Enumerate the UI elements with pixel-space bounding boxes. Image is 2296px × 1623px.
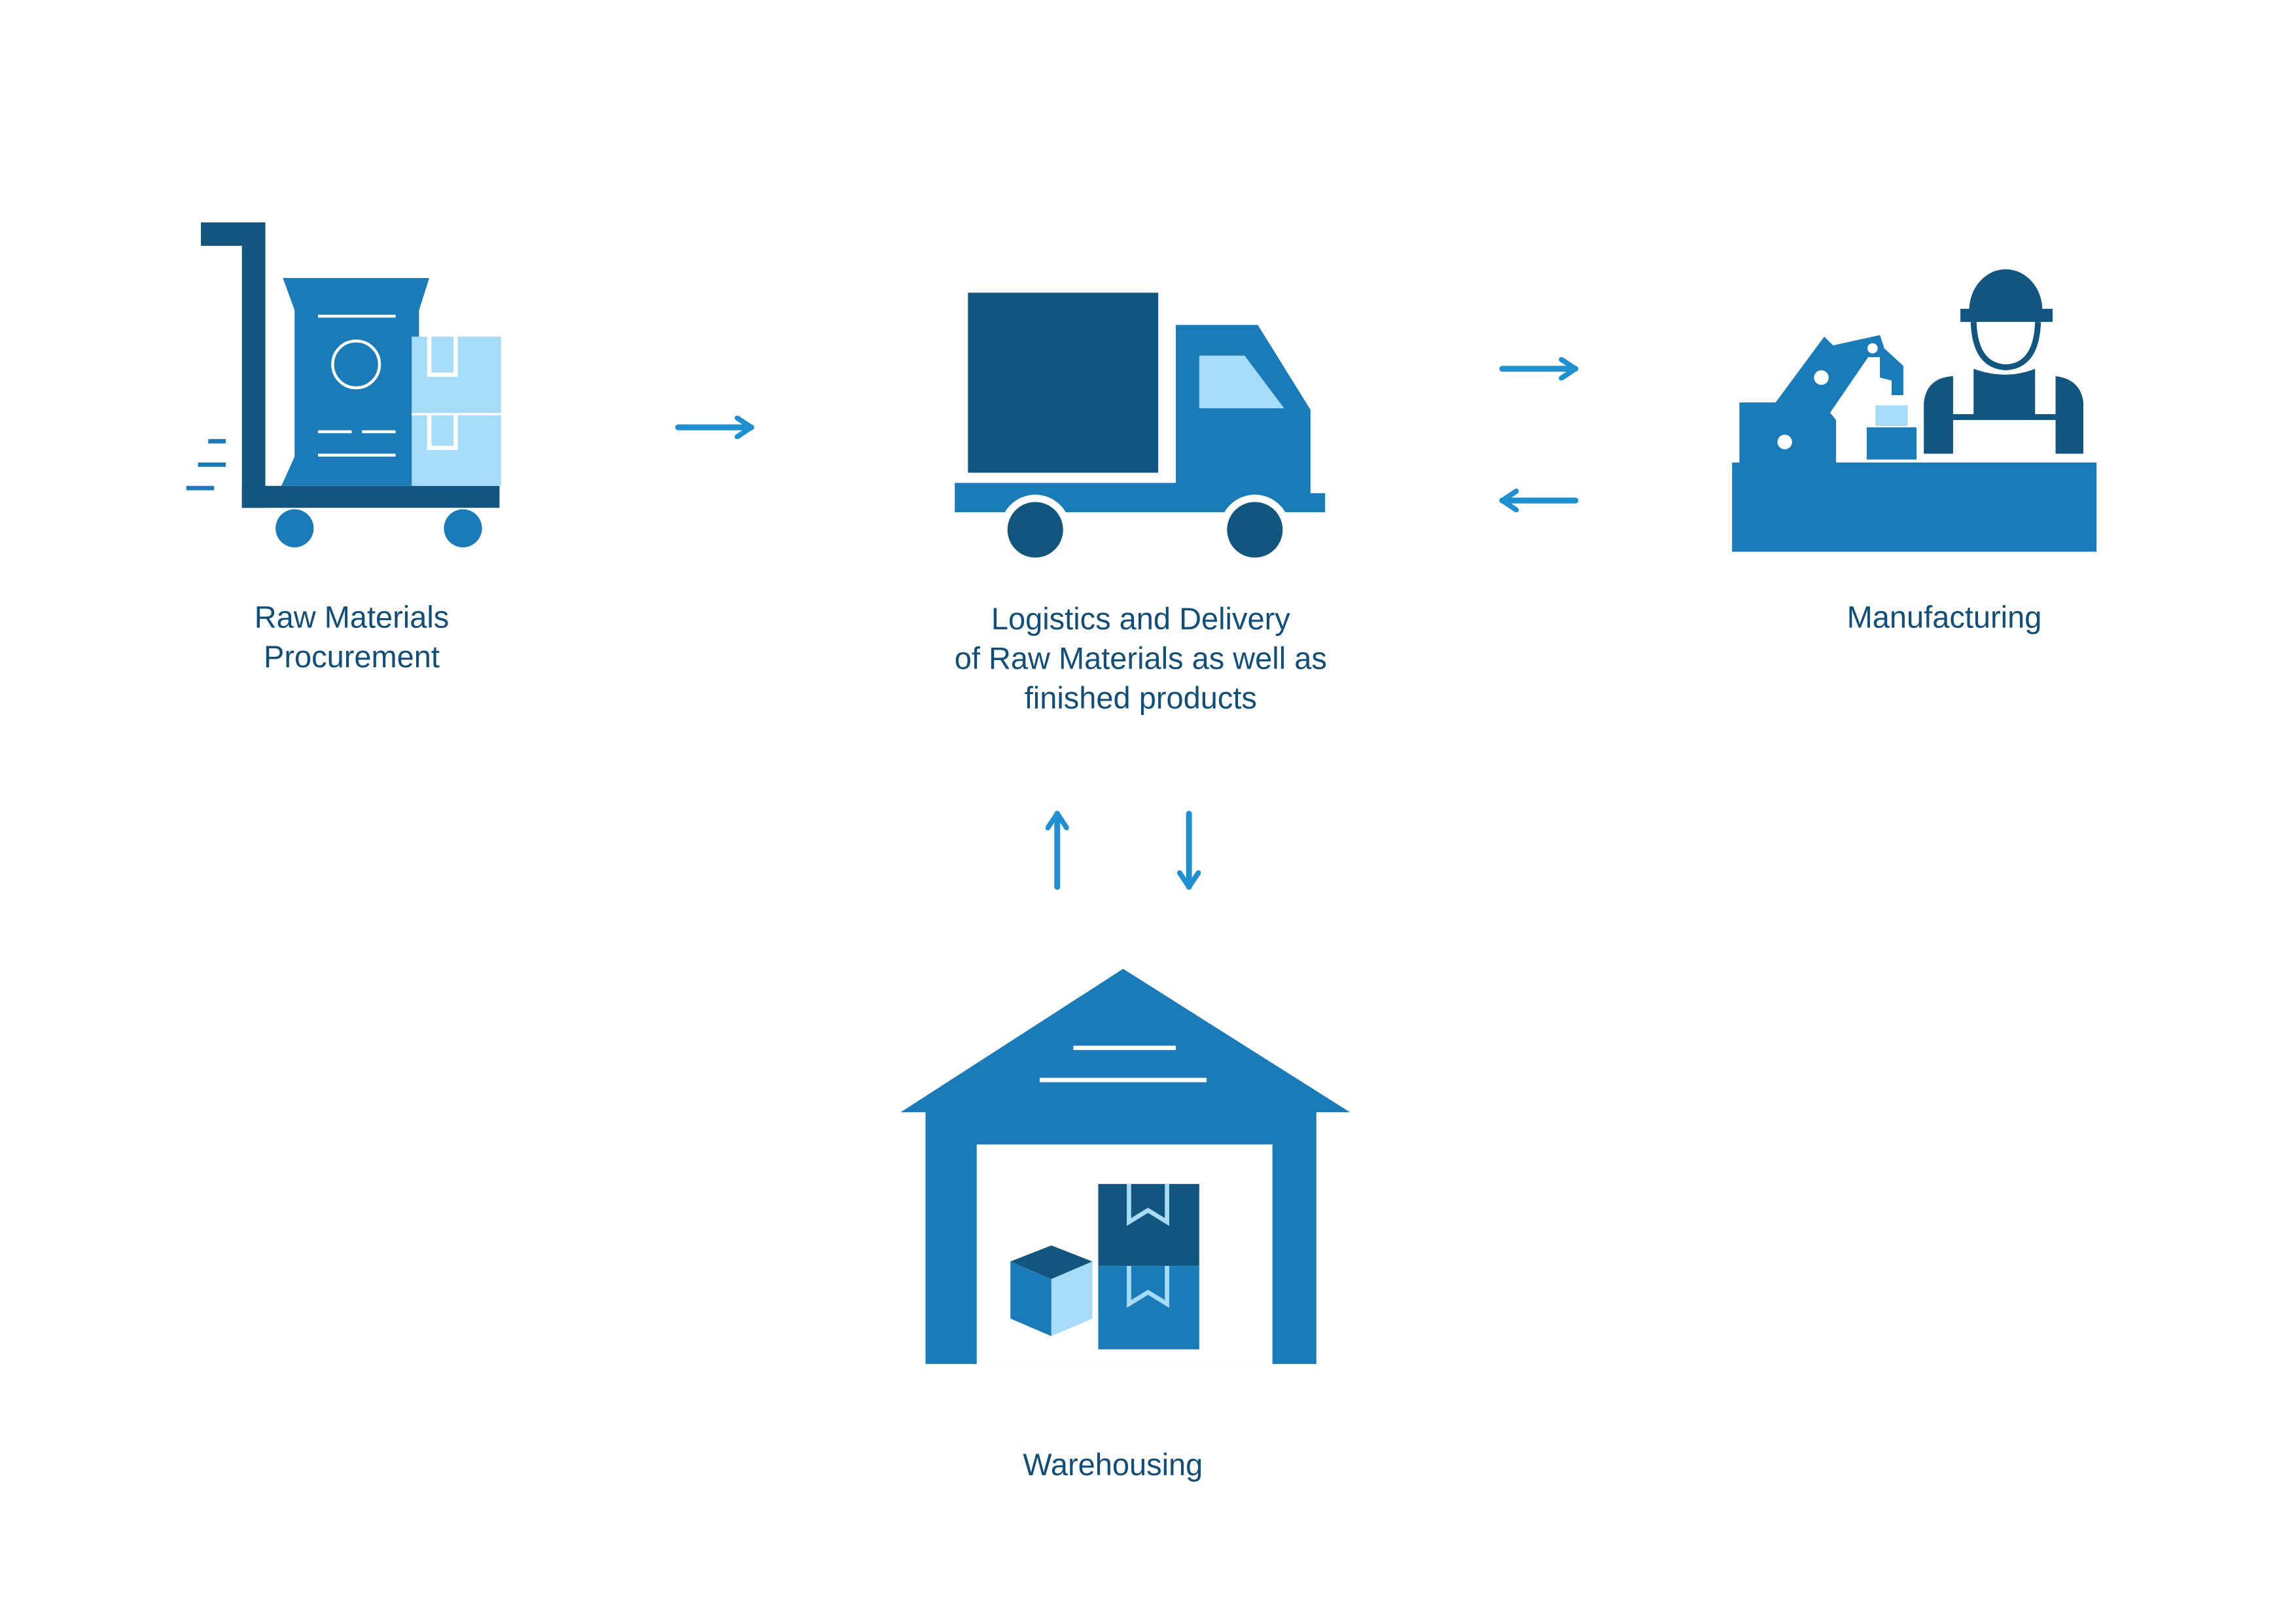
warehouse-icon: [900, 968, 1351, 1365]
logistics-label-line2: of Raw Materials as well as: [955, 640, 1327, 675]
hand-truck-icon: [186, 222, 501, 548]
warehousing-label: Warehousing: [1023, 1447, 1203, 1482]
factory-worker-robot-icon: [1732, 269, 2097, 552]
procurement-label-line2: Procurement: [264, 639, 440, 674]
procurement-label-line1: Raw Materials: [255, 600, 450, 635]
logistics-label-line3: finished products: [1025, 680, 1257, 715]
logistics-label-line1: Logistics and Delivery: [991, 601, 1290, 636]
delivery-truck-icon: [955, 292, 1326, 565]
manufacturing-label: Manufacturing: [1847, 600, 2042, 635]
